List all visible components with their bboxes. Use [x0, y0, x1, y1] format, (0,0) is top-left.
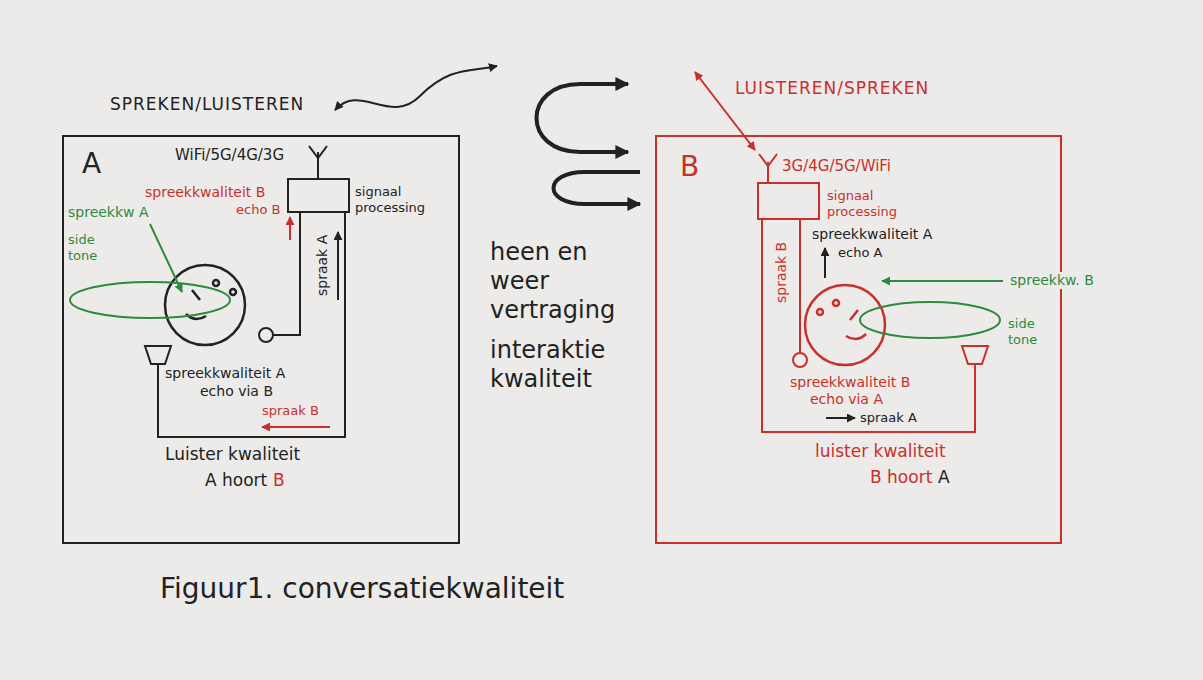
- figure-caption: Figuur1. conversatiekwaliteit: [160, 572, 564, 606]
- annotation-label: Luister kwaliteit: [165, 444, 300, 464]
- annotation-label: spreekkwaliteit A: [812, 226, 932, 243]
- loudspeaker: [145, 346, 171, 364]
- head: [817, 309, 823, 315]
- annotation-label: spreekkwaliteit B: [145, 184, 265, 201]
- antenna: [759, 154, 777, 166]
- annotation-label: spraak A: [314, 234, 331, 295]
- head: [846, 334, 866, 339]
- radio-link: [335, 66, 497, 110]
- box-label: signaal processing: [827, 188, 897, 219]
- wire: [158, 213, 345, 437]
- side-tone-loop: [882, 280, 1003, 282]
- round-trip-arrow: [537, 84, 641, 204]
- annotation-label: spraak B: [262, 403, 319, 419]
- signal-arrow: [262, 217, 338, 427]
- head: [165, 265, 245, 345]
- annotation-label: A: [938, 467, 950, 487]
- loudspeaker: [145, 346, 171, 364]
- signal-processing-box: signaal processing: [757, 182, 899, 221]
- antenna: [759, 154, 777, 182]
- box-outline: [287, 178, 350, 213]
- box-label: signaal processing: [355, 184, 425, 215]
- side-tone-loop: [860, 281, 1003, 338]
- device-box: LUISTEREN/SPREKEN Bsignaal processing: [655, 75, 1062, 544]
- side-tone-loop: [70, 282, 230, 318]
- wire: [762, 220, 975, 432]
- signal-arrow: [262, 426, 330, 428]
- annotation-label: spraak B: [773, 241, 790, 302]
- signal-arrow: [824, 248, 826, 278]
- signal-arrow: [289, 217, 291, 240]
- loudspeaker: [962, 346, 988, 364]
- wire: [273, 213, 300, 335]
- annotation-label: spraak A: [860, 410, 917, 426]
- annotation-label: echo via B: [200, 383, 273, 400]
- annotation-label: side tone: [1008, 316, 1037, 347]
- annotation-label: spreekkwaliteit B: [790, 374, 910, 391]
- annotation-label: B: [273, 470, 285, 490]
- annotation-label: WiFi/5G/4G/3G: [175, 146, 284, 164]
- annotation-label: side tone: [68, 232, 97, 263]
- microphone: [793, 353, 807, 367]
- device-heading: LUISTEREN/SPREKEN: [735, 78, 929, 98]
- wire: [799, 220, 801, 353]
- signal-arrow: [337, 232, 339, 300]
- head: [213, 280, 219, 286]
- note-text: interaktie kwaliteit: [490, 336, 648, 394]
- wire: [762, 220, 975, 432]
- annotation-label: A hoort: [205, 470, 267, 490]
- annotation-label: luister kwaliteit: [815, 441, 946, 461]
- head: [833, 300, 839, 306]
- head: [805, 285, 885, 365]
- loudspeaker: [962, 346, 988, 364]
- microphone: [793, 353, 807, 367]
- microphone: [259, 328, 273, 342]
- antenna: [309, 146, 327, 158]
- head: [192, 290, 200, 300]
- note-text: heen en weer vertraging: [490, 238, 648, 324]
- antenna: [309, 146, 327, 178]
- signal-processing-box: signaal processing: [287, 178, 427, 217]
- side-tone-loop: [860, 302, 1000, 338]
- head: [805, 285, 885, 365]
- annotation-label: echo A: [838, 245, 882, 261]
- annotation-label: spreekkw. B: [1008, 272, 1096, 289]
- annotation-label: spreekkwaliteit A: [165, 365, 285, 382]
- annotation-label: echo via A: [810, 391, 883, 408]
- head: [850, 310, 858, 320]
- device-letter: A: [82, 147, 101, 181]
- round-trip-arrow: [537, 84, 629, 152]
- device-letter: B: [680, 150, 699, 184]
- microphone: [259, 328, 273, 342]
- device-heading: SPREKEN/LUISTEREN: [110, 94, 304, 114]
- signal-arrow: [826, 417, 855, 419]
- head: [230, 289, 236, 295]
- wire: [158, 213, 345, 437]
- side-tone-loop: [150, 224, 182, 292]
- annotation-label: spreekkw A: [68, 204, 149, 221]
- annotation-label: B hoort: [870, 467, 932, 487]
- annotation-label: echo B: [236, 202, 280, 218]
- annotation-label: 3G/4G/5G/WiFi: [782, 157, 891, 175]
- box-outline: [757, 182, 820, 220]
- head: [165, 265, 245, 345]
- round-trip-arrow: [554, 172, 641, 204]
